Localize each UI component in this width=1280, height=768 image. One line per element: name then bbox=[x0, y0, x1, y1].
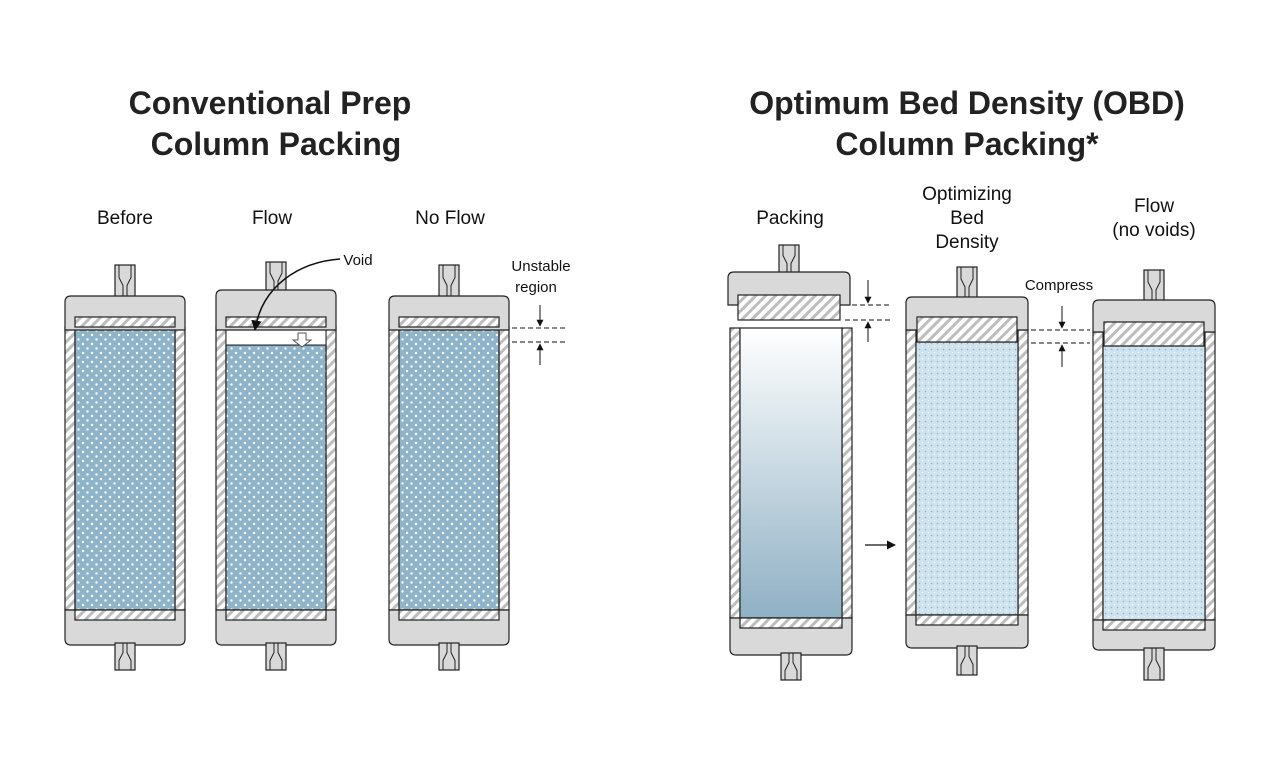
nozzle bbox=[438, 264, 460, 299]
label-flow: Flow bbox=[252, 208, 292, 229]
bottom-frit bbox=[739, 617, 843, 629]
nozzle-bore bbox=[269, 262, 283, 292]
compress-marker bbox=[1031, 306, 1090, 367]
right-title-line1: Optimum Bed Density (OBD) bbox=[749, 85, 1185, 121]
nozzle bbox=[265, 642, 287, 671]
nozzle-bore bbox=[1147, 648, 1161, 680]
void-label: Void bbox=[343, 252, 372, 269]
packing-bed bbox=[74, 326, 176, 611]
nozzle-bore bbox=[269, 643, 283, 670]
label-optimizing-1: Optimizing bbox=[922, 184, 1012, 205]
nozzle-bore bbox=[782, 245, 796, 274]
top-frit bbox=[916, 316, 1018, 343]
label-flow-no-voids-1: Flow bbox=[1134, 196, 1174, 217]
compress-label: Compress bbox=[1025, 277, 1093, 294]
unstable-label-2: region bbox=[515, 279, 557, 296]
nozzle-bore bbox=[442, 643, 456, 670]
column-wall-left bbox=[215, 326, 227, 611]
bottom-frit bbox=[225, 609, 327, 621]
left-title-line1: Conventional Prep bbox=[129, 85, 412, 121]
nozzle bbox=[1143, 647, 1165, 681]
left-title-line2: Column Packing bbox=[151, 126, 402, 162]
column-flow bbox=[215, 261, 337, 671]
top-frit bbox=[1103, 321, 1205, 347]
packing-bed bbox=[915, 341, 1019, 616]
nozzle-bore bbox=[784, 653, 798, 680]
column-wall-right bbox=[1204, 331, 1216, 621]
packing-bed bbox=[1102, 345, 1206, 621]
column-wall-left bbox=[729, 327, 741, 619]
nozzle bbox=[114, 264, 136, 299]
column-wall-left bbox=[64, 326, 76, 611]
top-frit bbox=[737, 294, 841, 321]
column-wall-left bbox=[388, 326, 400, 611]
nozzle bbox=[1143, 269, 1165, 303]
packing-bed bbox=[398, 326, 500, 611]
nozzle bbox=[778, 244, 800, 275]
column-wall-right bbox=[498, 326, 510, 611]
nozzle-bore bbox=[1147, 270, 1161, 302]
column-optimizing bbox=[905, 266, 1029, 676]
column-no-flow bbox=[388, 264, 510, 671]
column-wall-right bbox=[841, 327, 853, 619]
label-before: Before bbox=[97, 208, 153, 229]
top-frit bbox=[225, 316, 327, 328]
column-wall-right bbox=[325, 326, 337, 611]
column-wall-right bbox=[1017, 329, 1029, 616]
top-frit bbox=[398, 316, 500, 328]
nozzle-bore bbox=[442, 265, 456, 298]
unstable-label-1: Unstable bbox=[511, 258, 570, 275]
packing-bed bbox=[225, 344, 327, 611]
column-flow-no-voids bbox=[1092, 269, 1216, 681]
nozzle-bore bbox=[960, 646, 974, 675]
label-optimizing-3: Density bbox=[935, 232, 999, 253]
void-arrow bbox=[251, 258, 341, 332]
settle-arrow-icon bbox=[291, 332, 313, 348]
nozzle-bore bbox=[118, 643, 132, 670]
column-before bbox=[64, 264, 186, 671]
column-wall-right bbox=[174, 326, 186, 611]
bottom-frit bbox=[398, 609, 500, 621]
nozzle-bore bbox=[960, 267, 974, 299]
top-frit bbox=[74, 316, 176, 328]
label-packing: Packing bbox=[756, 208, 824, 229]
column-packing bbox=[727, 244, 853, 681]
nozzle bbox=[438, 642, 460, 671]
right-title-line2: Column Packing* bbox=[835, 126, 1099, 162]
bottom-frit bbox=[915, 614, 1019, 626]
label-flow-no-voids-2: (no voids) bbox=[1112, 220, 1195, 241]
column-wall-left bbox=[905, 329, 917, 616]
label-optimizing-2: Bed bbox=[950, 208, 984, 229]
unstable-region-marker bbox=[512, 305, 565, 365]
nozzle bbox=[114, 642, 136, 671]
bottom-frit bbox=[74, 609, 176, 621]
nozzle bbox=[780, 652, 802, 681]
packing-bed bbox=[739, 327, 843, 619]
column-wall-left bbox=[1092, 331, 1104, 621]
packing-gap-marker bbox=[845, 280, 890, 342]
nozzle-bore bbox=[118, 265, 132, 298]
bottom-frit bbox=[1102, 619, 1206, 631]
label-no-flow: No Flow bbox=[415, 208, 485, 229]
nozzle bbox=[956, 266, 978, 300]
nozzle bbox=[956, 645, 978, 676]
